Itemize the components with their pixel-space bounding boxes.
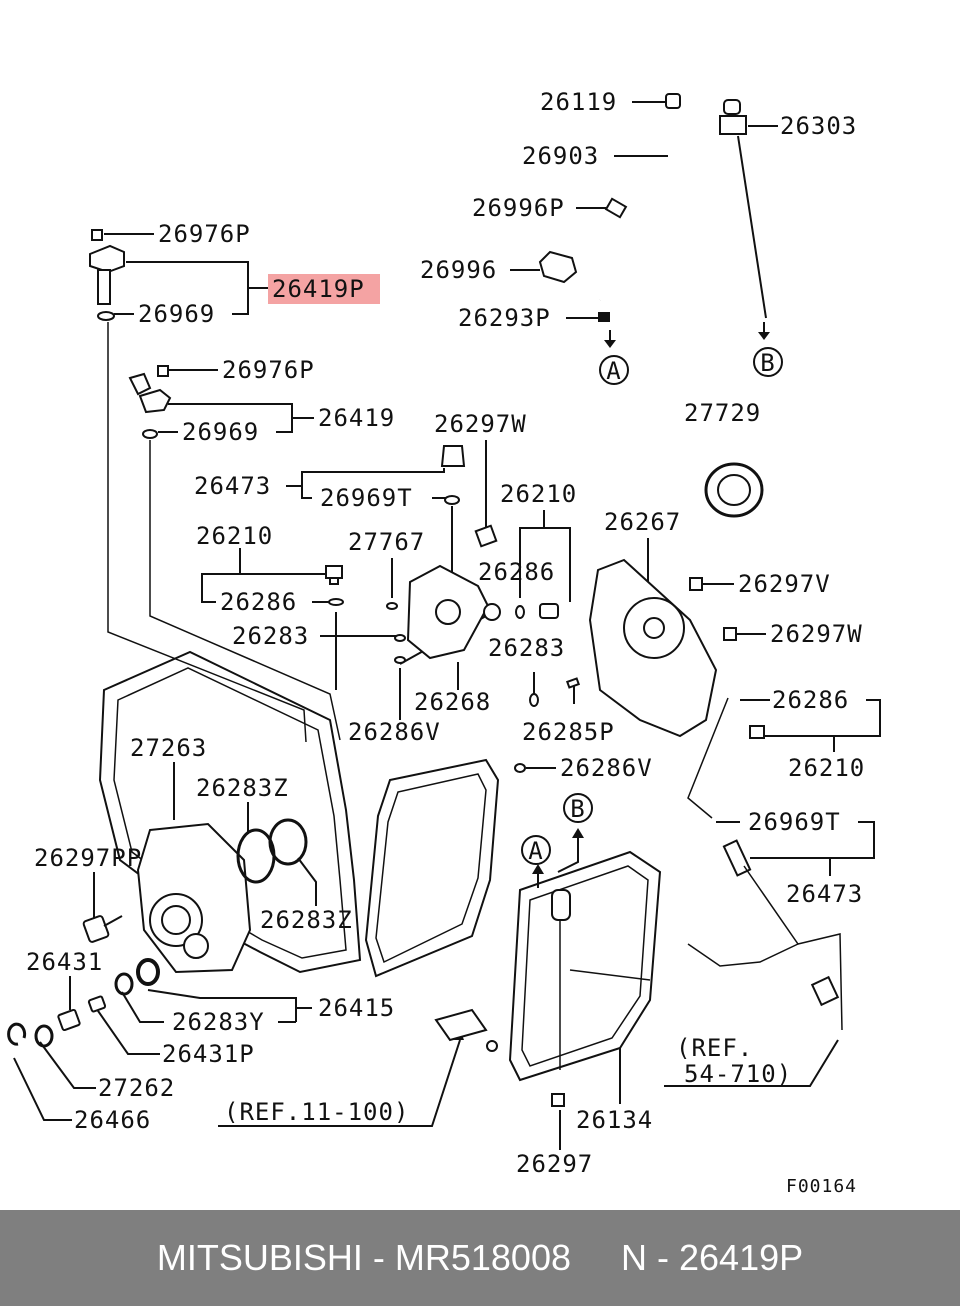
footer-banner: MITSUBISHI - MR518008 N - 26419P bbox=[0, 1210, 960, 1306]
marker-b-bottom bbox=[563, 793, 593, 823]
label-26286-left: 26286 bbox=[220, 588, 297, 616]
reference-markers: A B B A bbox=[521, 347, 783, 865]
label-27263: 27263 bbox=[130, 734, 207, 762]
label-26210-left: 26210 bbox=[196, 522, 273, 550]
label-27767: 27767 bbox=[348, 528, 425, 556]
label-26297PP: 26297PP bbox=[34, 844, 142, 872]
label-26268: 26268 bbox=[414, 688, 491, 716]
label-26419P-highlighted: 26419P bbox=[272, 275, 365, 303]
label-26976P-lower: 26976P bbox=[222, 356, 315, 384]
label-26431: 26431 bbox=[26, 948, 103, 976]
label-ref-11-100: (REF.11-100) bbox=[224, 1098, 409, 1126]
label-26419: 26419 bbox=[318, 404, 395, 432]
parts-diagram: A B B A 26119 26303 26903 26996P 26996 2… bbox=[7, 88, 881, 1197]
marker-a-bottom bbox=[521, 835, 551, 865]
label-figure-code: F00164 bbox=[786, 1176, 857, 1197]
marker-a-top bbox=[599, 355, 629, 385]
label-26297W-upper: 26297W bbox=[434, 410, 527, 438]
label-26267: 26267 bbox=[604, 508, 681, 536]
highlighted-part-box bbox=[268, 274, 380, 304]
label-26466: 26466 bbox=[74, 1106, 151, 1134]
label-26969T-left: 26969T bbox=[320, 484, 413, 512]
label-26415: 26415 bbox=[318, 994, 395, 1022]
label-26969-lower: 26969 bbox=[182, 418, 259, 446]
label-26283Y: 26283Y bbox=[172, 1008, 265, 1036]
label-26297: 26297 bbox=[516, 1150, 593, 1178]
label-26119: 26119 bbox=[540, 88, 617, 116]
label-27729: 27729 bbox=[684, 399, 761, 427]
label-26473-right: 26473 bbox=[786, 880, 863, 908]
marker-a-top-label: A bbox=[606, 357, 621, 385]
label-26297V: 26297V bbox=[738, 570, 831, 598]
marker-b-top bbox=[753, 347, 783, 377]
label-26210-right: 26210 bbox=[788, 754, 865, 782]
label-26210-centre: 26210 bbox=[500, 480, 577, 508]
label-ref-54-710-line1: (REF. bbox=[676, 1034, 753, 1062]
marker-b-top-label: B bbox=[760, 349, 775, 377]
label-26473-left: 26473 bbox=[194, 472, 271, 500]
label-26297W-lower: 26297W bbox=[770, 620, 863, 648]
part-labels: 26119 26303 26903 26996P 26996 26293P 26… bbox=[26, 88, 865, 1197]
label-26286V-lower: 26286V bbox=[560, 754, 653, 782]
marker-a-bottom-label: A bbox=[528, 837, 543, 865]
label-26969-upper: 26969 bbox=[138, 300, 215, 328]
label-26976P-upper: 26976P bbox=[158, 220, 251, 248]
label-26969T-right: 26969T bbox=[748, 808, 841, 836]
label-26286-centre: 26286 bbox=[478, 558, 555, 586]
marker-b-bottom-label: B bbox=[570, 795, 585, 823]
label-26285P: 26285P bbox=[522, 718, 615, 746]
label-ref-54-710-line2: 54-710) bbox=[684, 1060, 792, 1088]
label-26283Z-upper: 26283Z bbox=[196, 774, 289, 802]
label-26283Z-lower: 26283Z bbox=[260, 906, 353, 934]
part-drawings bbox=[7, 93, 843, 1107]
label-26134: 26134 bbox=[576, 1106, 653, 1134]
label-26303: 26303 bbox=[780, 112, 857, 140]
label-26431P: 26431P bbox=[162, 1040, 255, 1068]
label-26996P: 26996P bbox=[472, 194, 565, 222]
label-26903: 26903 bbox=[522, 142, 599, 170]
label-26283-left: 26283 bbox=[232, 622, 309, 650]
label-26286-right: 26286 bbox=[772, 686, 849, 714]
label-26293P: 26293P bbox=[458, 304, 551, 332]
label-27262: 27262 bbox=[98, 1074, 175, 1102]
label-26286V-upper: 26286V bbox=[348, 718, 441, 746]
label-26283-centre: 26283 bbox=[488, 634, 565, 662]
label-26996: 26996 bbox=[420, 256, 497, 284]
leader-lines bbox=[13, 101, 881, 1150]
